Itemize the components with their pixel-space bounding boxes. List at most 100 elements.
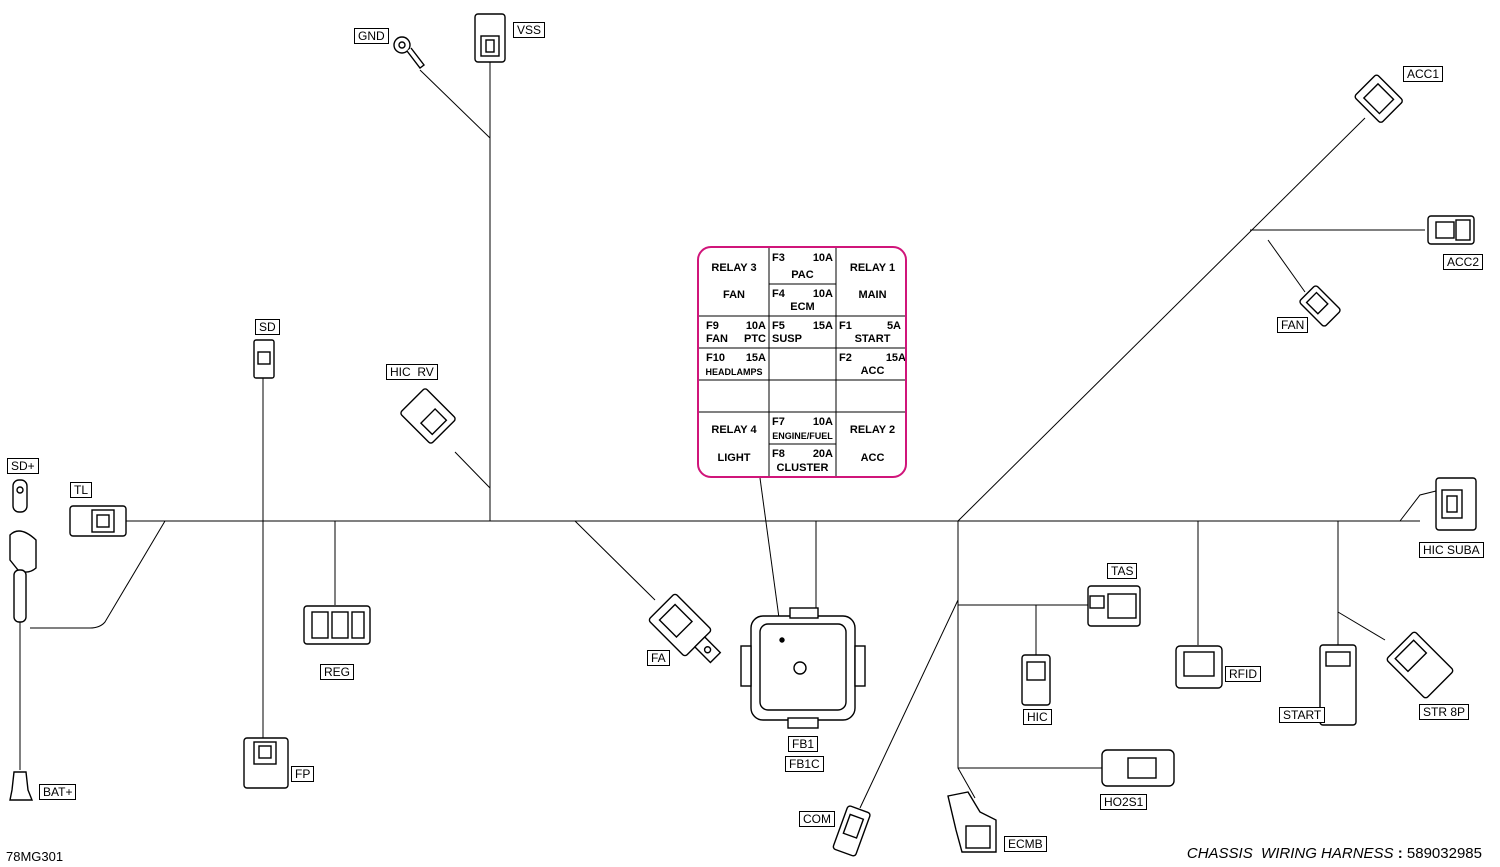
relay-2-slot: RELAY 2 ACC <box>836 412 905 476</box>
bat-plus-terminal-icon <box>9 771 34 801</box>
fan-branch-wire <box>1267 239 1306 293</box>
tl-connector-icon <box>69 505 127 537</box>
lower-bus-wire <box>957 521 1102 769</box>
fuse-f5-amp: 15A <box>812 320 833 332</box>
fa-branch-wire <box>574 520 656 601</box>
battery-loop-wire <box>30 520 166 629</box>
sd-connector-icon <box>253 339 275 379</box>
fuse-f9-name-left: FAN <box>706 333 728 345</box>
fuse-f2-name: ACC <box>860 365 885 377</box>
acc2-connector-icon <box>1427 215 1475 245</box>
fuse-f10-amp: 15A <box>745 352 766 364</box>
label-reg: REG <box>320 664 355 680</box>
label-hic-rv: HIC RV <box>386 364 438 380</box>
fuse-leader-line <box>759 477 783 641</box>
label-tl: TL <box>70 482 93 498</box>
com-connector-icon <box>832 805 871 857</box>
title-separator: : <box>1397 845 1403 862</box>
com-branch-wire <box>859 599 959 809</box>
fan-connector-icon <box>1299 285 1341 327</box>
relay-4-slot: RELAY 4 LIGHT <box>699 412 769 476</box>
acc1-branch-wire <box>957 117 1366 522</box>
part-number: 589032985 <box>1406 845 1482 862</box>
fuse-f5-name: SUSP <box>772 333 802 345</box>
fuse-f9-amp: 10A <box>745 320 766 332</box>
fuse-f10-id: F10 <box>706 352 725 364</box>
drawing-id: 78MG301 <box>6 849 64 864</box>
fa-connector-icon <box>648 593 722 664</box>
fuse-grid-lines <box>699 248 905 476</box>
harness-name: CHASSIS WIRING HARNESS <box>1186 845 1394 862</box>
fuse-f4-amp: 10A <box>812 288 833 300</box>
label-fa: FA <box>647 650 670 666</box>
fuse-f9-id: F9 <box>706 320 719 332</box>
acc1-connector-icon <box>1354 74 1403 123</box>
label-sd: SD <box>255 319 280 335</box>
fuse-f8-id: F8 <box>772 448 785 460</box>
sd-plus-terminal-icon <box>9 479 37 623</box>
fuse-f2-amp: 15A <box>885 352 906 364</box>
harness-title: CHASSIS WIRING HARNESS : 589032985 <box>1187 845 1482 862</box>
fuse-f5-id: F5 <box>772 320 785 332</box>
label-start: START <box>1279 707 1326 723</box>
fuse-f9-slot: F9 10A FAN PTC <box>699 316 769 348</box>
label-ho2s1: HO2S1 <box>1100 794 1148 810</box>
fuse-f2-slot: F2 15A ACC <box>836 348 906 380</box>
label-rfid: RFID <box>1225 666 1261 682</box>
fuse-f3-amp: 10A <box>812 252 833 264</box>
relay-4-label: RELAY 4 <box>711 424 757 436</box>
relay-1-label: RELAY 1 <box>849 262 896 274</box>
relay-3-function: FAN <box>723 289 745 301</box>
label-fp: FP <box>291 766 315 782</box>
fuse-f4-slot: F4 10A ECM <box>769 284 836 316</box>
fuse-f4-id: F4 <box>772 288 785 300</box>
fuse-f8-name: CLUSTER <box>776 462 829 474</box>
label-str8p: STR 8P <box>1419 704 1470 720</box>
fuse-f7-amp: 10A <box>812 416 833 428</box>
fuse-f1-slot: F1 5A START <box>836 316 905 348</box>
fuse-f7-id: F7 <box>772 416 785 428</box>
relay-3-label: RELAY 3 <box>711 262 757 274</box>
relay-1-function: MAIN <box>858 289 887 301</box>
fuse-f2-id: F2 <box>839 352 852 364</box>
start-connector-icon <box>1319 644 1357 726</box>
hic-suba-branch-wire <box>1399 489 1441 522</box>
fuse-f10-name: HEADLAMPS <box>705 367 763 377</box>
ho2s1-connector-icon <box>1101 749 1175 787</box>
label-acc1: ACC1 <box>1403 66 1444 82</box>
fb1-fusebox-icon <box>740 607 866 729</box>
hic-rv-connector-icon <box>400 388 456 444</box>
str8p-branch-wire <box>1337 611 1386 641</box>
fuse-f9-name-right: PTC <box>744 333 766 345</box>
fp-connector-icon <box>243 737 289 789</box>
relay-3-slot: RELAY 3 FAN <box>699 248 769 316</box>
hic-suba-connector-icon <box>1435 477 1477 531</box>
fuse-f7-name: ENGINE/FUEL <box>772 431 833 441</box>
rfid-connector-icon <box>1175 645 1223 689</box>
label-ecmb: ECMB <box>1004 836 1047 852</box>
fuse-f1-name: START <box>854 333 891 345</box>
label-tas: TAS <box>1107 563 1138 579</box>
fuse-f8-amp: 20A <box>812 448 833 460</box>
label-fan: FAN <box>1277 317 1309 333</box>
reg-connector-icon <box>303 605 371 645</box>
fuse-f1-id: F1 <box>839 320 852 332</box>
hic-connector-icon <box>1021 654 1051 706</box>
str8p-connector-icon <box>1386 631 1454 699</box>
relay-1-slot: RELAY 1 MAIN <box>836 248 905 316</box>
fuse-f8-slot: F8 20A CLUSTER <box>769 444 836 476</box>
fuse-f10-slot: F10 15A HEADLAMPS <box>699 348 769 380</box>
relay-4-function: LIGHT <box>717 452 751 464</box>
fuse-f3-slot: F3 10A PAC <box>769 248 836 284</box>
ecmb-connector-icon <box>947 791 997 853</box>
fuse-f1-amp: 5A <box>886 320 901 332</box>
label-gnd: GND <box>354 28 389 44</box>
fuse-box-layout: RELAY 3 FAN F3 10A PAC F4 10A ECM RELAY … <box>697 246 907 478</box>
label-sd-plus: SD+ <box>7 458 39 474</box>
relay-2-function: ACC <box>860 452 885 464</box>
label-hic: HIC <box>1023 709 1052 725</box>
ecmb-branch-wire <box>957 767 976 799</box>
fuse-f3-id: F3 <box>772 252 785 264</box>
gnd-ring-terminal-icon <box>393 36 425 69</box>
